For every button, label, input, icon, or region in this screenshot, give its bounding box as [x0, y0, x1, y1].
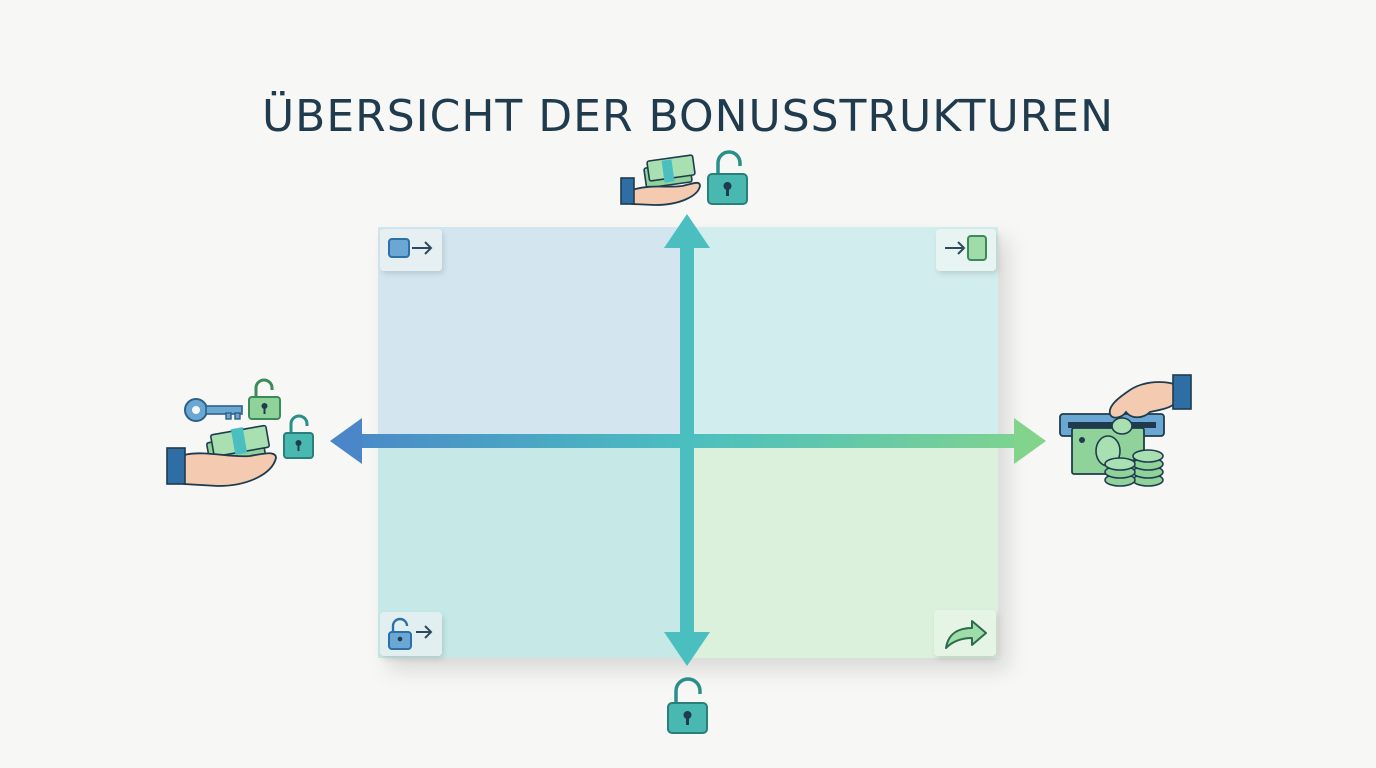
top-icon-group [620, 150, 748, 206]
bottom-icon-group [667, 677, 708, 734]
coin-stack-icon [1104, 449, 1164, 487]
unlocked-padlock-icon [707, 150, 748, 205]
unlocked-padlock-icon [667, 677, 708, 734]
corner-tab-top-right [936, 229, 996, 271]
key-icon [184, 398, 243, 422]
corner-tab-bottom-left [380, 612, 442, 656]
unlocked-padlock-icon [248, 378, 281, 420]
hand-icon [166, 447, 277, 487]
hand-cash-icon [620, 154, 701, 206]
hand-icon [1108, 374, 1192, 435]
login-enter-icon [945, 235, 987, 261]
vertical-axis-arrow [664, 214, 710, 666]
left-icon-group [166, 378, 314, 487]
corner-tab-top-left [380, 229, 442, 271]
page-title: ÜBERSICHT DER BONUSSTRUKTUREN [261, 91, 1115, 143]
corner-tab-bottom-right [934, 610, 996, 656]
login-exit-icon [388, 238, 433, 258]
unlocked-padlock-icon [283, 414, 314, 459]
right-icon-group [1059, 374, 1192, 487]
unlock-arrow-icon [388, 617, 433, 650]
share-arrow-icon [945, 620, 987, 649]
quadrant-board [378, 227, 998, 658]
